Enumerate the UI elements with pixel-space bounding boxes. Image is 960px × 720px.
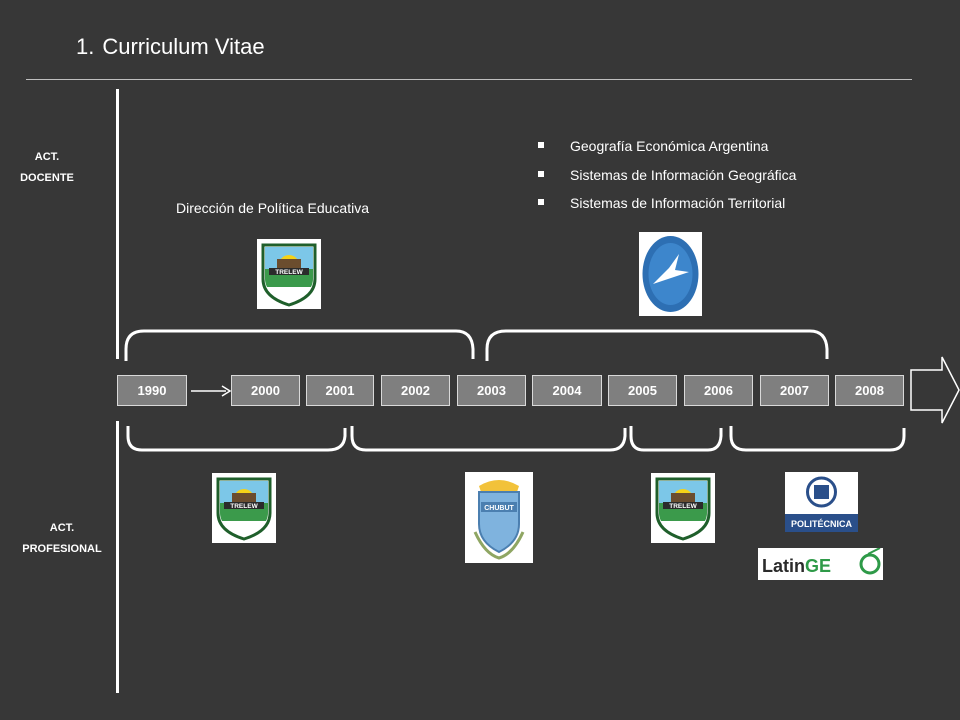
trelew-logo-text: TRELEW bbox=[230, 503, 258, 510]
slide-title: 1. Curriculum Vitae bbox=[76, 34, 265, 60]
timeline-arrow-icon bbox=[910, 356, 960, 424]
label-profesional-line1: ACT. bbox=[49, 522, 75, 534]
top-brackets bbox=[124, 329, 829, 361]
year-box: 2006 bbox=[684, 375, 753, 406]
label-profesional-line2: PROFESIONAL bbox=[22, 543, 102, 555]
label-docente-line1: ACT. bbox=[34, 151, 60, 163]
trelew-logo-profesional-2: TRELEW bbox=[651, 473, 715, 543]
year-box: 2005 bbox=[608, 375, 677, 406]
year-box: 1990 bbox=[117, 375, 187, 406]
chubut-logo: CHUBUT bbox=[465, 472, 533, 563]
docente-axis-line bbox=[116, 89, 119, 359]
politecnica-logo: POLITÉCNICA bbox=[785, 472, 858, 532]
latingeo-logo: LatinGE bbox=[758, 548, 883, 580]
trelew-logo-docente: TRELEW bbox=[257, 239, 321, 309]
year-box: 2002 bbox=[381, 375, 450, 406]
politecnica-logo-text: POLITÉCNICA bbox=[791, 519, 853, 529]
trelew-logo-text: TRELEW bbox=[669, 503, 697, 510]
year-box: 2000 bbox=[231, 375, 300, 406]
year-box: 2008 bbox=[835, 375, 904, 406]
bullet-icon bbox=[538, 199, 544, 206]
teaching-course-list: Geografía Económica Argentina Sistemas d… bbox=[538, 138, 796, 224]
course-item: Geografía Económica Argentina bbox=[538, 138, 796, 167]
title-divider bbox=[26, 79, 912, 80]
bottom-bracket-2002-2005 bbox=[350, 426, 627, 452]
bottom-bracket-1990-2001 bbox=[126, 426, 347, 452]
trelew-logo-profesional-1: TRELEW bbox=[212, 473, 276, 543]
bullet-icon bbox=[538, 170, 544, 177]
bullet-icon bbox=[538, 142, 544, 149]
course-item: Sistemas de Información Territorial bbox=[538, 195, 796, 224]
year-box: 2004 bbox=[532, 375, 602, 406]
top-bracket-1990-2002 bbox=[124, 329, 475, 361]
year-box: 2007 bbox=[760, 375, 829, 406]
profesional-axis-line bbox=[116, 421, 119, 693]
latingeo-logo-text: LatinGE bbox=[762, 556, 831, 576]
top-bracket-2003-2007 bbox=[485, 329, 829, 361]
bottom-bracket-2007-2008 bbox=[729, 426, 906, 452]
year-box: 2003 bbox=[457, 375, 526, 406]
label-act-profesional: ACT. PROFESIONAL bbox=[12, 518, 112, 560]
title-number: 1. bbox=[76, 34, 95, 59]
year-box: 2001 bbox=[306, 375, 374, 406]
arrow-right-icon bbox=[191, 385, 232, 397]
trelew-logo-text: TRELEW bbox=[275, 269, 303, 276]
bottom-brackets bbox=[126, 426, 906, 452]
label-act-docente: ACT. DOCENTE bbox=[14, 147, 80, 189]
teaching-role-text: Dirección de Política Educativa bbox=[176, 200, 369, 216]
bottom-bracket-2006 bbox=[629, 426, 723, 452]
chubut-logo-text: CHUBUT bbox=[484, 505, 514, 512]
university-logo bbox=[639, 232, 702, 316]
title-text: Curriculum Vitae bbox=[102, 34, 265, 59]
label-docente-line2: DOCENTE bbox=[20, 172, 74, 184]
course-item: Sistemas de Información Geográfica bbox=[538, 167, 796, 196]
